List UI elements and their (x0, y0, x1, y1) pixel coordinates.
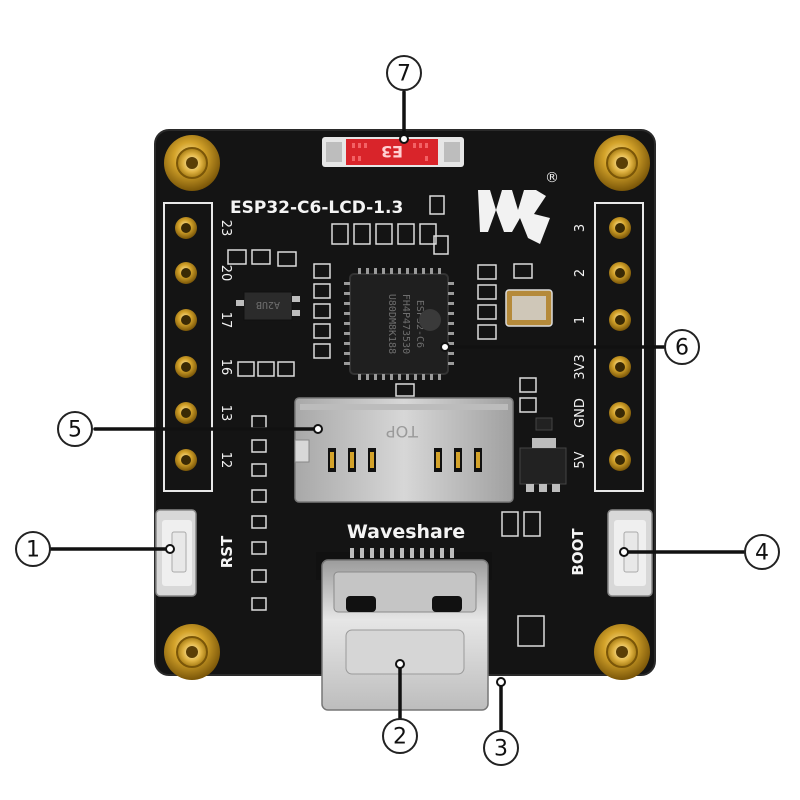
callout-1: 1 (15, 531, 51, 567)
mounting-hole-bottom-left (164, 624, 220, 680)
voltage-regulator-ic: A2UB (236, 291, 300, 321)
callout-7: 7 (386, 55, 422, 91)
lcd-connector: E3 (322, 137, 464, 167)
callout-5: 5 (57, 411, 93, 447)
boot-label: BOOT (569, 528, 587, 576)
pin-label-right-gnd: GND (573, 398, 588, 428)
regulator-sot-right (519, 417, 567, 492)
mounting-hole-top-right (594, 135, 650, 191)
crystal-oscillator (505, 289, 553, 327)
pin-label-right-2: 2 (573, 269, 588, 277)
microsd-slot: TOP (294, 397, 514, 503)
pin-label-left-16: 16 (218, 359, 233, 376)
espressif-logo-icon (419, 309, 441, 331)
pin-label-right-5v: 5V (573, 451, 588, 468)
board-model-label: ESP32-C6-LCD-1.3 (230, 198, 403, 218)
chip-marking-line-2: FH4P473530 (400, 294, 411, 354)
left-pin-header: 23 20 17 16 13 12 (163, 202, 233, 492)
chip-marking-line-3: U80DM8K188 (386, 294, 397, 354)
callout-4-number: 4 (755, 541, 769, 566)
callout-1-number: 1 (26, 538, 40, 563)
pin-label-left-23: 23 (218, 220, 233, 237)
pin-label-right-3: 3 (573, 224, 588, 232)
rst-button: RST (155, 509, 236, 597)
sd-slot-label: TOP (386, 422, 419, 441)
callout-3: 3 (483, 730, 519, 766)
left-pins (175, 217, 197, 471)
small-ic-marking: A2UB (256, 299, 280, 310)
brand-label: Waveshare (347, 521, 465, 543)
pin-label-left-20: 20 (218, 265, 233, 282)
pin-label-left-12: 12 (218, 452, 233, 469)
mounting-hole-bottom-right (594, 624, 650, 680)
pin-label-right-3v3: 3V3 (573, 354, 588, 379)
registered-mark: ® (545, 170, 559, 186)
pin-label-left-17: 17 (218, 312, 233, 329)
rst-label: RST (218, 535, 236, 568)
right-pins (609, 217, 631, 471)
callout-4: 4 (744, 534, 780, 570)
pin-label-left-13: 13 (218, 405, 233, 422)
callout-6-number: 6 (675, 336, 689, 361)
svg-text:E3: E3 (381, 142, 403, 161)
callout-7-number: 7 (397, 62, 411, 87)
callout-6: 6 (664, 329, 700, 365)
callout-5-number: 5 (68, 418, 82, 443)
callout-2-number: 2 (393, 725, 407, 750)
pin-label-right-1: 1 (573, 316, 588, 324)
waveshare-logo-icon: ® (478, 170, 559, 244)
chip-marking-line-1: ESP32-C6 (414, 300, 425, 348)
callout-2: 2 (382, 718, 418, 754)
esp32-c6-chip: ESP32-C6 FH4P473530 U80DM8K188 (344, 268, 454, 380)
usb-c-port (316, 548, 492, 711)
leader-lines (48, 90, 746, 732)
callout-3-number: 3 (494, 737, 508, 762)
mounting-hole-top-left (164, 135, 220, 191)
smd-components (227, 195, 545, 647)
